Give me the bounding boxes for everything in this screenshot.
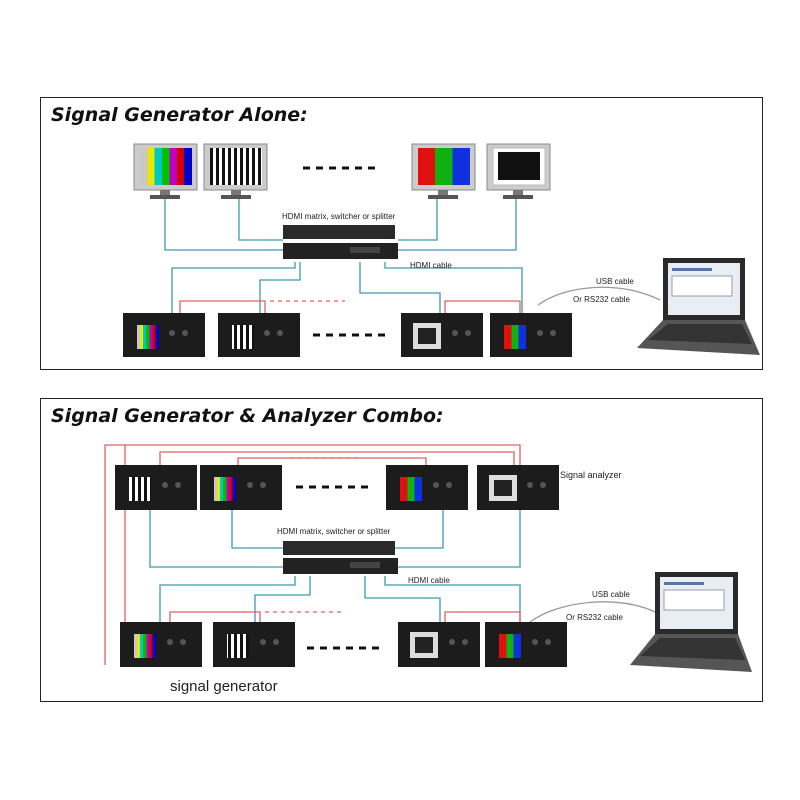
usb-cable-label: USB cable — [596, 277, 634, 286]
panel-title: Signal Generator Alone: — [51, 104, 308, 126]
rs232-cable-label: Or RS232 cable — [573, 295, 630, 304]
device-icon — [120, 622, 202, 667]
hdmi-cable-label: HDMI cable — [410, 261, 452, 270]
laptop-icon — [637, 258, 760, 355]
device-icon — [218, 313, 300, 357]
signal-generator-label: signal generator — [170, 678, 278, 695]
matrix-switcher-icon — [283, 225, 398, 259]
monitor-icon — [486, 143, 551, 199]
device-icon — [490, 313, 572, 357]
monitor-icon — [203, 143, 268, 199]
monitor-icon — [411, 143, 476, 199]
device-icon — [123, 313, 205, 357]
panel1-cables — [164, 197, 661, 313]
device-icon — [200, 465, 282, 510]
device-icon — [401, 313, 483, 357]
laptop-icon — [630, 572, 752, 672]
device-icon — [485, 622, 567, 667]
device-icon — [213, 622, 295, 667]
signal-analyzer-label: Signal analyzer — [560, 470, 622, 480]
matrix-label: HDMI matrix, switcher or splitter — [277, 527, 391, 536]
monitor-icon — [133, 143, 198, 199]
device-icon — [386, 465, 468, 510]
matrix-switcher-icon — [283, 541, 398, 574]
usb-cable-label: USB cable — [592, 590, 630, 599]
panel-title: Signal Generator & Analyzer Combo: — [51, 405, 444, 427]
device-icon — [477, 465, 559, 510]
rs232-cable-label: Or RS232 cable — [566, 613, 623, 622]
matrix-label: HDMI matrix, switcher or splitter — [282, 212, 396, 221]
hdmi-cable-label: HDMI cable — [408, 576, 450, 585]
device-icon — [115, 465, 197, 510]
device-icon — [398, 622, 480, 667]
